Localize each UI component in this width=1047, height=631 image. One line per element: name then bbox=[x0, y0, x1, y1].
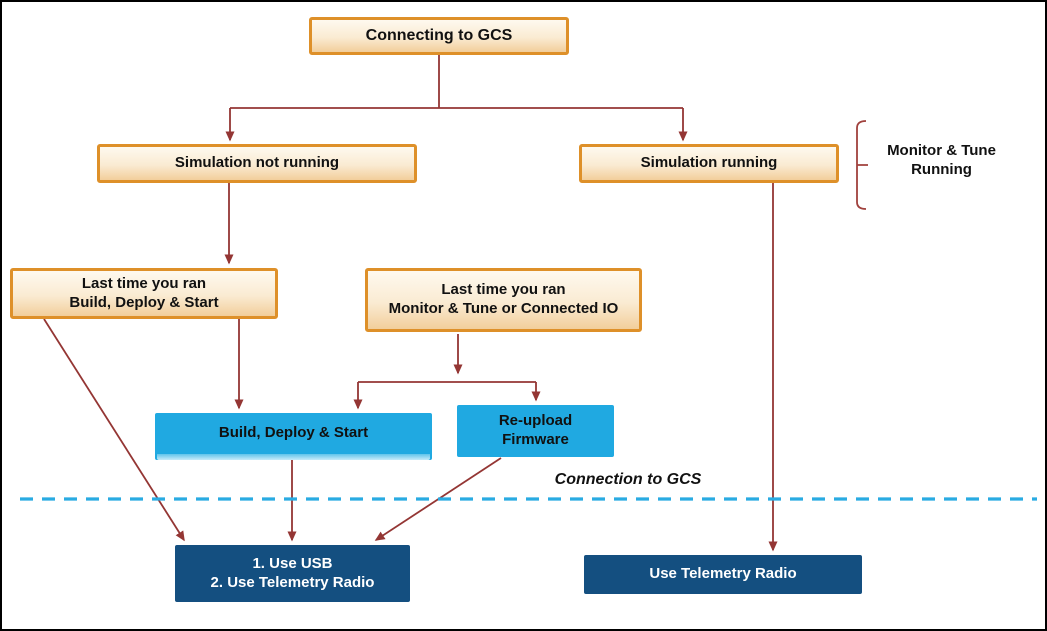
connector-reupload-to-usb bbox=[374, 457, 502, 541]
node-reupload-firmware: Re-upload Firmware bbox=[457, 405, 614, 457]
node-use-usb-telemetry: 1. Use USB 2. Use Telemetry Radio bbox=[175, 545, 410, 602]
node-connecting-to-gcs: Connecting to GCS bbox=[309, 17, 569, 55]
node-usb-line1: 1. Use USB bbox=[252, 554, 333, 572]
node-last-time-monitor-tune: Last time you ran Monitor & Tune or Conn… bbox=[365, 268, 642, 332]
node-simulation-running-label: Simulation running bbox=[640, 154, 778, 172]
node-connecting-to-gcs-label: Connecting to GCS bbox=[365, 27, 513, 44]
node-last-mt-line1: Last time you ran bbox=[441, 281, 566, 299]
divider-label: Connection to GCS bbox=[554, 471, 702, 488]
node-simulation-not-running: Simulation not running bbox=[97, 144, 417, 183]
node-last-bds-line1: Last time you ran bbox=[81, 274, 207, 292]
node-build-deploy-start-label: Build, Deploy & Start bbox=[218, 424, 369, 442]
bracket-label: Monitor & Tune Running bbox=[874, 142, 1009, 180]
node-usb-line2: 2. Use Telemetry Radio bbox=[210, 573, 375, 591]
node-reupload-line1: Re-upload bbox=[498, 412, 573, 430]
bracket-label-line2: Running bbox=[911, 160, 972, 178]
node-build-deploy-start: Build, Deploy & Start bbox=[155, 413, 432, 460]
connector-lastmt-split bbox=[353, 334, 541, 410]
bracket-label-line1: Monitor & Tune bbox=[887, 142, 996, 159]
connector-top-split bbox=[225, 55, 688, 142]
node-use-telemetry-radio: Use Telemetry Radio bbox=[584, 555, 862, 594]
node-simulation-running: Simulation running bbox=[579, 144, 839, 183]
node-simulation-not-running-label: Simulation not running bbox=[174, 154, 340, 172]
node-last-mt-line2: Monitor & Tune or Connected IO bbox=[388, 300, 619, 317]
bracket-shape bbox=[856, 120, 868, 210]
node-last-bds-line2: Build, Deploy & Start bbox=[69, 293, 219, 311]
node-reupload-line2: Firmware bbox=[502, 431, 569, 448]
node-last-time-build-deploy-start: Last time you ran Build, Deploy & Start bbox=[10, 268, 278, 319]
node-use-telemetry-label: Use Telemetry Radio bbox=[649, 565, 797, 583]
